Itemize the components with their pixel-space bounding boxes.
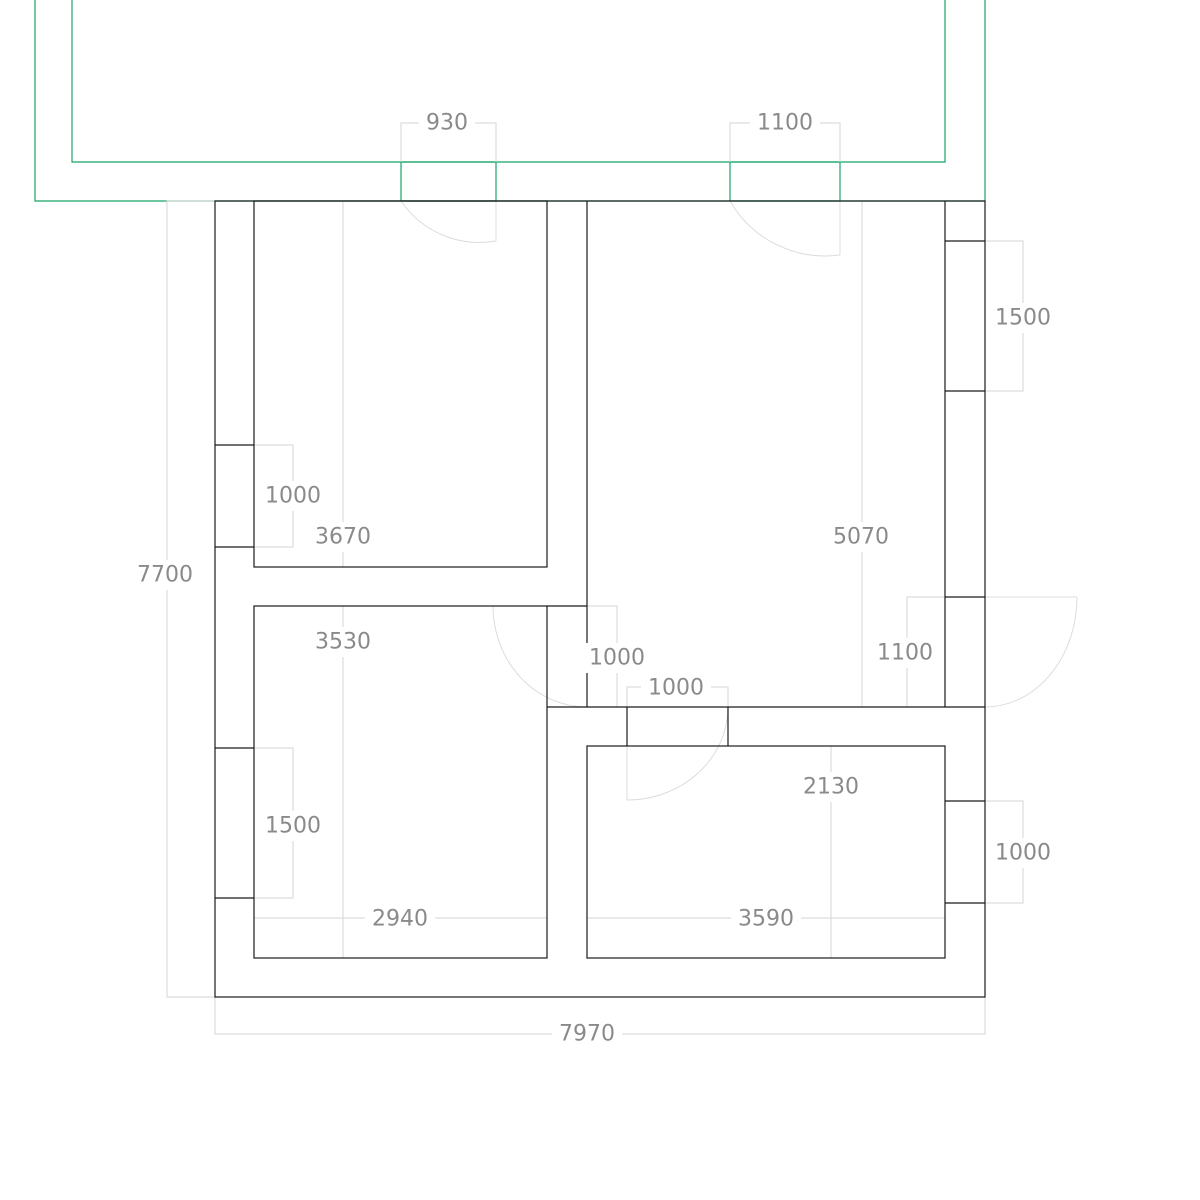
dim-room-se-depth: 2130: [796, 772, 866, 802]
dim-room-nw-depth: 3670: [308, 522, 378, 552]
dimension-lines: [166, 122, 1024, 1035]
dim-door-inner-west: 1000: [582, 643, 652, 673]
dim-window-east-lower: 1000: [988, 838, 1058, 868]
svg-text:1000: 1000: [648, 676, 704, 701]
svg-text:1100: 1100: [877, 641, 933, 666]
svg-text:5070: 5070: [833, 525, 889, 550]
svg-text:930: 930: [426, 111, 468, 136]
svg-text:7970: 7970: [559, 1022, 615, 1047]
door-swings: [400, 200, 1078, 801]
dim-window-west-upper: 1000: [258, 481, 328, 511]
dim-entry-door-right: 1100: [750, 108, 820, 138]
dim-room-sw-depth: 3530: [308, 627, 378, 657]
svg-text:1000: 1000: [995, 841, 1051, 866]
dim-overall-depth: 7700: [130, 560, 200, 590]
svg-text:3590: 3590: [738, 907, 794, 932]
svg-text:1000: 1000: [265, 484, 321, 509]
svg-text:7700: 7700: [137, 563, 193, 588]
dim-window-east-upper: 1500: [988, 303, 1058, 333]
svg-text:3530: 3530: [315, 630, 371, 655]
dim-window-west-lower: 1500: [258, 811, 328, 841]
svg-text:2940: 2940: [372, 907, 428, 932]
svg-text:1500: 1500: [265, 814, 321, 839]
svg-text:3670: 3670: [315, 525, 371, 550]
dim-room-ne-depth: 5070: [826, 522, 896, 552]
walls: [214, 200, 986, 998]
svg-text:1500: 1500: [995, 306, 1051, 331]
dimension-labels: 930 1100 1500 1000 3670 5070 7700 3530: [130, 108, 1058, 1049]
dim-room-se-width: 3590: [731, 904, 801, 934]
openings: [215, 240, 985, 904]
dim-room-sw-width: 2940: [365, 904, 435, 934]
svg-text:1000: 1000: [589, 646, 645, 671]
dim-door-east: 1100: [870, 638, 940, 668]
dim-entry-door-left: 930: [419, 108, 475, 138]
svg-text:2130: 2130: [803, 775, 859, 800]
dim-door-inner-south: 1000: [641, 673, 711, 703]
exterior-outline: [34, 0, 986, 202]
svg-text:1100: 1100: [757, 111, 813, 136]
dim-overall-width: 7970: [552, 1019, 622, 1049]
